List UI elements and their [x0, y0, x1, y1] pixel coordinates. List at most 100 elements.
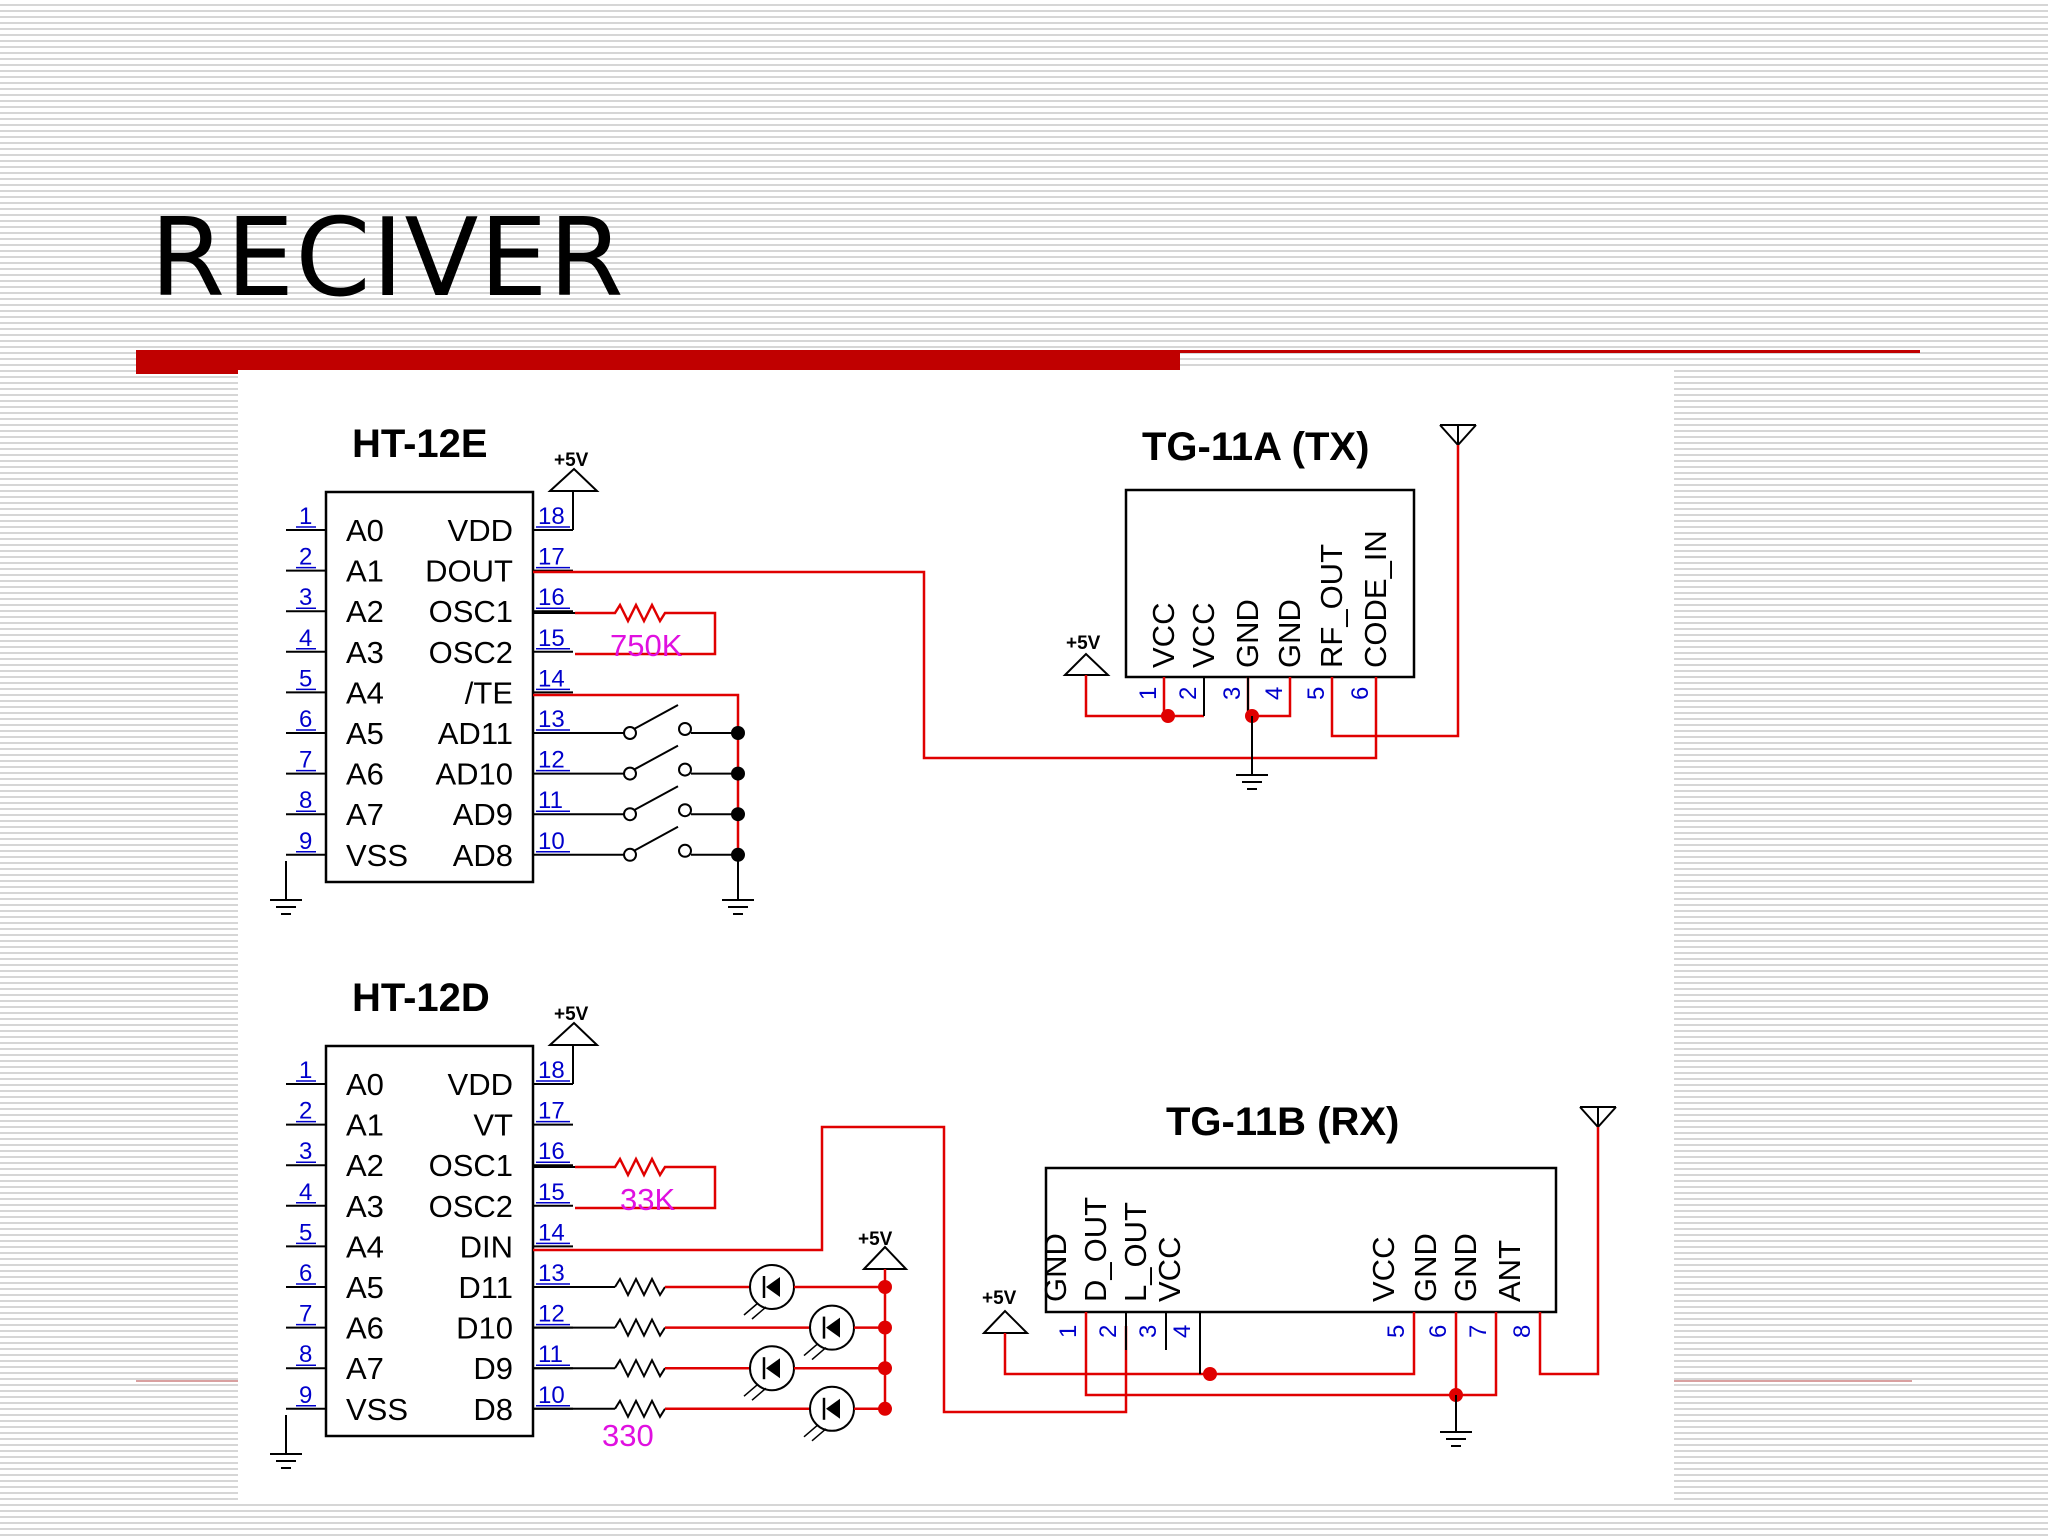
ht12d-osc-resistor-value: 33K: [620, 1182, 675, 1217]
tg11b-supply-label: +5V: [982, 1288, 1017, 1309]
ground-icon: [270, 1453, 302, 1469]
pin-number: 2: [299, 1098, 312, 1125]
output-leds: [533, 1264, 892, 1442]
pin-number: 4: [1261, 687, 1288, 700]
pin-number: 5: [299, 1219, 312, 1246]
pin-number: 8: [299, 787, 312, 814]
pin-number: 18: [538, 503, 565, 530]
pin-label: DIN: [460, 1229, 513, 1264]
pin-number: 2: [1175, 687, 1202, 700]
pin-number: 11: [538, 787, 563, 814]
ground-icon: [1440, 1431, 1472, 1447]
led-resistor: [614, 1398, 666, 1420]
pin-label: GND: [1272, 599, 1307, 668]
ht12d-led-supply-label: +5V: [858, 1229, 893, 1250]
pin-number: 1: [1135, 687, 1162, 700]
pin-label: A6: [346, 757, 384, 792]
osc-resistor: [575, 602, 717, 656]
pin-number: 15: [538, 625, 565, 652]
pin-label: VCC: [1146, 603, 1181, 668]
pin-number: 7: [299, 1301, 312, 1328]
pin-number: 12: [538, 1301, 565, 1328]
pin-number: 1: [1055, 1325, 1082, 1338]
footer-rule-left: [136, 1380, 240, 1382]
ht12e-right-pins: 18VDD17DOUT16OSC115OSC214/TE13AD1112AD10…: [425, 503, 573, 873]
pin-label: A4: [346, 1229, 384, 1264]
pin-label: D11: [458, 1270, 513, 1305]
pin-number: 16: [538, 584, 565, 611]
pin-label: VDD: [448, 513, 513, 548]
pin-label: A7: [346, 1351, 384, 1386]
pin-label: A6: [346, 1311, 384, 1346]
pin-label: A3: [346, 635, 384, 670]
ht12e-supply-label: +5V: [554, 450, 589, 471]
pin-label: A3: [346, 1189, 384, 1224]
pin-number: 5: [1383, 1325, 1410, 1338]
pin-number: 5: [299, 665, 312, 692]
pin-label: GND: [1230, 599, 1265, 668]
pin-number: 14: [538, 1219, 565, 1246]
pin-label: OSC1: [429, 594, 513, 629]
pin-number: 12: [538, 747, 565, 774]
pin-label: GND: [1408, 1233, 1443, 1302]
antenna-icon: [1439, 424, 1477, 447]
pin-label: CODE_IN: [1358, 530, 1393, 668]
pin-number: 9: [299, 828, 312, 855]
pin-number: 17: [538, 1098, 565, 1125]
title-underline-line: [1180, 350, 1920, 353]
pin-number: 16: [538, 1138, 565, 1165]
junction-dot: [731, 847, 745, 862]
pin-number: 1: [299, 1057, 312, 1084]
pin-label: D_OUT: [1078, 1197, 1113, 1302]
ground-icon: [270, 899, 302, 915]
pin-number: 3: [1219, 687, 1246, 700]
pin-label: VCC: [1152, 1237, 1187, 1302]
pin-number: 15: [538, 1179, 565, 1206]
pin-label: D8: [473, 1392, 513, 1427]
pin-number: 8: [1509, 1325, 1536, 1338]
junction-dot: [731, 726, 745, 740]
pin-label: AD9: [453, 797, 513, 832]
pin-label: A7: [346, 797, 384, 832]
pin-label: GND: [1038, 1233, 1073, 1302]
ht12e-osc-resistor-value: 750K: [610, 628, 683, 663]
pin-label: /TE: [465, 675, 513, 710]
pin-number: 2: [299, 544, 312, 571]
supply-arrow-icon: [547, 1021, 600, 1046]
pin-label: A2: [346, 1148, 384, 1183]
slide-title: RECIVER: [150, 196, 625, 321]
pin-number: 6: [299, 1260, 312, 1287]
pin-label: A5: [346, 716, 384, 751]
pin-label: ANT: [1492, 1240, 1527, 1302]
junction-dot: [731, 766, 745, 781]
pin-number: 7: [299, 747, 312, 774]
pin-label: A1: [346, 554, 384, 589]
pin-number: 1: [299, 503, 312, 530]
pin-label: GND: [1448, 1233, 1483, 1302]
tg11b-receiver: TG-11B (RX) GND1D_OUT2L_OUT3VCC4VCC5GND6…: [981, 1100, 1617, 1447]
antenna-icon: [1579, 1106, 1617, 1129]
pin-label: AD8: [453, 838, 513, 873]
pin-label: VCC: [1186, 603, 1221, 668]
pin-number: 3: [1135, 1325, 1162, 1338]
junction-dot: [731, 807, 745, 822]
pin-number: 6: [1347, 687, 1374, 700]
pin-label: VDD: [448, 1067, 513, 1102]
pin-number: 2: [1095, 1325, 1122, 1338]
led-resistor: [614, 1276, 666, 1298]
pin-number: 3: [299, 1138, 312, 1165]
pin-number: 4: [299, 1179, 312, 1206]
pin-number: 13: [538, 1260, 565, 1287]
pin-label: OSC2: [429, 1189, 513, 1224]
supply-arrow-icon: [861, 1245, 909, 1270]
tg11b-name: TG-11B (RX): [1166, 1100, 1399, 1144]
footer-rule-right: [1672, 1380, 1912, 1382]
pin-number: 3: [299, 584, 312, 611]
pin-number: 4: [299, 625, 312, 652]
